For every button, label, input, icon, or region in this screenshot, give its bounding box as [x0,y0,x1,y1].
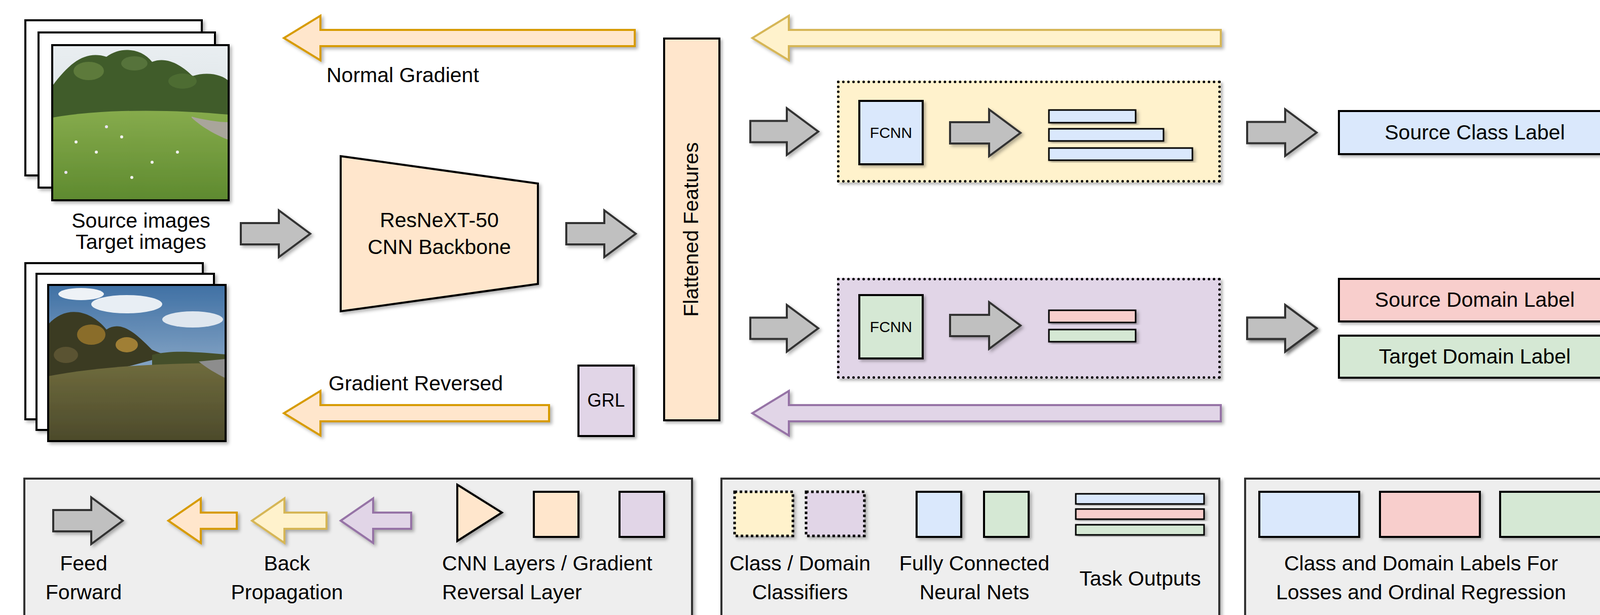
color-swatch [916,491,962,537]
output-bar [1048,329,1136,342]
backprop-arrow [283,15,635,61]
text-holder: Source Class Label [1339,112,1600,154]
text-holder: ResNeXT-50 CNN Backbone [339,155,539,313]
fcnn-box: FCNN [858,294,924,360]
legend-text: Class and Domain Labels For Losses and O… [1248,549,1594,607]
legend-panel [1245,478,1600,615]
output-bar-sample [1075,508,1205,520]
feed-forward-arrow [566,210,636,258]
backprop-sample [168,498,237,543]
color-swatch [1259,491,1360,537]
text-holder: FCNN [860,296,922,358]
backprop-arrow [752,15,1221,61]
legend-text: Task Outputs [1059,564,1222,594]
label-box: Source Class Label [1337,110,1600,156]
trapezoid-outline [339,155,539,313]
text-holder: Target Domain Label [1339,336,1600,377]
legend-text: Fully Connected Neural Nets [883,549,1066,607]
output-bar [1048,110,1136,123]
caption-group: Source imagesTarget images [25,209,239,253]
backprop-arrow [283,390,550,436]
output-bar-sample [1075,524,1205,535]
image-frame [48,284,226,442]
feed-forward-arrow [1247,109,1317,157]
node-text: FCNN [869,316,913,337]
edge-label: Gradient Reversed [326,371,505,395]
legend-panel [24,478,693,615]
class-classifier: FCNN [837,80,1221,183]
text-holder: GRL [579,366,633,435]
node-text: Target images [43,231,239,253]
output-bar-sample [1075,493,1205,504]
classifier-sample [734,491,793,536]
color-swatch [619,491,665,537]
output-bar [1048,148,1193,161]
node-text: Source Domain Label [1374,286,1575,314]
backprop-sample [340,498,412,543]
edge-label: Normal Gradient [324,63,482,87]
backprop-sample [251,498,327,543]
feed-forward-sample [53,497,123,544]
target-image-stack [25,263,226,442]
source-image-stack [25,20,229,201]
node-text: Target Domain Label [1378,343,1571,371]
node-text: FCNN [869,122,913,143]
node-text: Source Class Label [1384,119,1566,147]
classifier-art-group [950,109,1193,161]
color-swatch [533,491,579,537]
trapezoid-shape [340,156,538,312]
target-photo [48,284,226,442]
image-frame [52,45,229,201]
output-bar [1048,310,1136,323]
feed-forward-arrow [1247,305,1317,352]
features-bar: Flattened Features [663,37,721,422]
node-text: ResNeXT-50 CNN Backbone [355,206,524,262]
cnn-layer-sample [457,484,502,541]
legend-text: Feed Forward [32,549,135,607]
backprop-arrow [752,390,1221,436]
color-swatch [984,491,1029,537]
feed-forward-arrow [750,108,819,156]
node-text: GRL [587,388,625,413]
text-holder: FCNN [860,101,922,164]
input-images: Source imagesTarget images [25,15,239,447]
feed-forward-arrow [950,302,1021,349]
feed-forward-arrow [240,210,311,258]
classifier-sample [806,491,865,536]
backbone-trapezoid: ResNeXT-50 CNN Backbone [339,155,539,313]
feed-forward-arrow [1247,305,1317,352]
grl-box: GRL [577,364,635,438]
feed-forward-arrow [950,109,1021,157]
classifier-art-group [950,302,1136,349]
label-box: Source Domain Label [1337,277,1600,323]
domain-classifier: FCNN [837,277,1221,379]
fcnn-box: FCNN [858,99,924,166]
node-text: Source images [43,209,239,232]
node-text: Flattened Features [678,141,706,317]
legend-text: Back Propagation [215,549,358,607]
feed-forward-arrow [750,305,819,352]
label-box: Target Domain Label [1337,334,1600,379]
output-bar [1048,128,1164,141]
legend-text: CNN Layers / Gradient Reversal Layer [442,549,686,607]
text-holder: Source Domain Label [1339,279,1600,321]
legend-text: Class / Domain Classifiers [713,549,887,607]
color-swatch [1500,491,1600,537]
text-holder: Flattened Features [665,39,719,420]
color-swatch [1379,491,1480,537]
source-photo [52,45,229,201]
